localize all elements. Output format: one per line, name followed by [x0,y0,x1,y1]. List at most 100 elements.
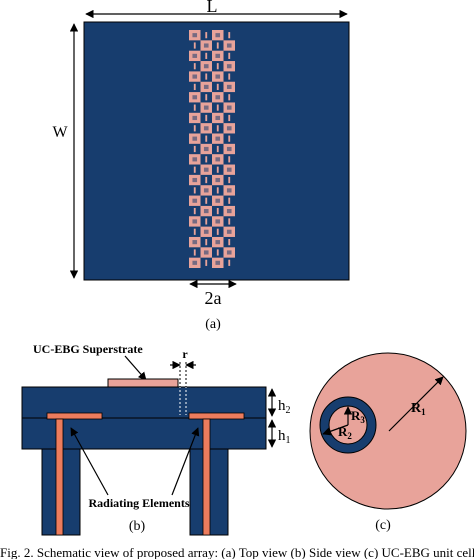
length-label: L [207,0,218,16]
ebg-slotted-cell [223,154,235,165]
ebg-patch-cell [215,115,221,121]
ebg-slotted-cell [200,174,212,186]
caption-a: (a) [205,317,221,332]
panel-c-unit-cell: R1 R3 R2 (c) [309,352,467,533]
ebg-slotted-cell [189,40,201,51]
r3-label: R3 [351,408,365,425]
ebg-slotted-cell [212,40,224,51]
ebg-patch-cell [203,229,209,234]
ebg-slotted-cell [212,205,224,217]
ebg-slotted-cell [189,102,201,113]
ebg-patch-cell [192,198,198,203]
ebg-patch-cell [203,188,209,193]
ebg-patch-cell [226,250,232,255]
ebg-patch-cell [215,157,221,162]
radiating-pointer-left [70,427,109,496]
ebg-slotted-cell [223,71,235,82]
ebg-slotted-cell [223,92,235,103]
panel-a-top-view: L W 2a (a) [52,0,350,332]
ebg-slotted-cell [223,30,235,41]
left-radiating-element [46,412,103,420]
ebg-patch-cell [215,219,221,224]
ebg-patch-cell [192,219,198,224]
ebg-slotted-cell [200,236,212,248]
ebg-slotted-cell [189,81,201,93]
gap-label: r [182,347,188,361]
ebg-patch-cell [226,126,232,131]
ebg-patch-cell [203,84,209,89]
ebg-patch-cell [203,105,209,110]
ebg-patch-cell [192,95,198,100]
ebg-slotted-cell [212,102,224,113]
ebg-patch-cell [203,43,209,48]
ebg-slotted-cell [200,92,212,103]
ebg-patch-cell [203,64,209,69]
h2-label: h2 [278,398,291,416]
ebg-slotted-cell [223,257,235,268]
ebg-patch-cell [226,167,232,172]
ebg-patch-cell [192,177,198,183]
right-feed-probe [202,418,211,536]
ebg-patch-cell [215,240,221,245]
ebg-slotted-cell [212,185,224,196]
ebg-slotted-cell [189,185,201,196]
ebg-patch-cell [192,136,198,141]
figure-caption: Fig. 2. Schematic view of proposed array… [0,545,474,559]
ebg-patch-cell [215,95,221,100]
ebg-slotted-cell [223,133,235,144]
ebg-slotted-cell [200,112,212,124]
ebg-patch-cell [215,260,221,265]
ebg-slotted-cell [189,143,201,155]
ebg-slotted-cell [189,247,201,258]
ebg-patch-cell [192,157,198,162]
strip-width-label: 2a [205,288,222,308]
ebg-unit-cell-grid [189,30,235,268]
superstrate-pointer-arrow [124,355,147,381]
panel-b-side-view: UC-EBG Superstrate r h2 h1 [21,342,291,536]
ebg-slotted-cell [200,71,212,82]
ebg-slotted-cell [212,143,224,155]
ebg-patch-cell [192,33,198,38]
h1-label: h1 [278,428,291,446]
ebg-slotted-cell [223,195,235,206]
ebg-slotted-cell [189,205,201,217]
caption-c: (c) [375,518,391,533]
ebg-patch-cell [192,74,198,79]
ebg-patch-cell [192,53,198,58]
ebg-slotted-cell [212,123,224,134]
ebg-slotted-cell [223,174,235,186]
ebg-patch-cell [192,240,198,245]
right-radiating-element [188,412,245,420]
superstrate-label: UC-EBG Superstrate [33,342,143,356]
ebg-slotted-cell [200,133,212,144]
r1-label: R1 [411,401,426,417]
ebg-slotted-cell [189,164,201,175]
outer-patch-disc [309,352,467,510]
ebg-slotted-cell [223,236,235,248]
ebg-slotted-cell [200,216,212,227]
ebg-slotted-cell [212,164,224,175]
ebg-patch-cell [203,167,209,172]
ebg-patch-cell [226,188,232,193]
ebg-patch-cell [215,177,221,183]
ebg-slotted-cell [200,195,212,206]
ebg-patch-cell [226,84,232,89]
ebg-slotted-cell [212,247,224,258]
r2-label: R2 [338,424,352,441]
ebg-patch-cell [192,260,198,265]
ebg-slotted-cell [189,61,201,72]
ebg-patch-cell [226,105,232,110]
ebg-patch-cell [203,250,209,255]
ebg-slotted-cell [212,61,224,72]
ebg-patch-cell [215,33,221,38]
ebg-patch-cell [226,146,232,152]
ebg-slotted-cell [189,226,201,237]
caption-b: (b) [129,519,146,534]
ebg-patch-cell [215,136,221,141]
ebg-patch-cell [226,209,232,214]
width-label: W [52,124,68,141]
superstrate-patch [107,378,179,388]
ebg-slotted-cell [223,50,235,62]
ebg-slotted-cell [200,257,212,268]
